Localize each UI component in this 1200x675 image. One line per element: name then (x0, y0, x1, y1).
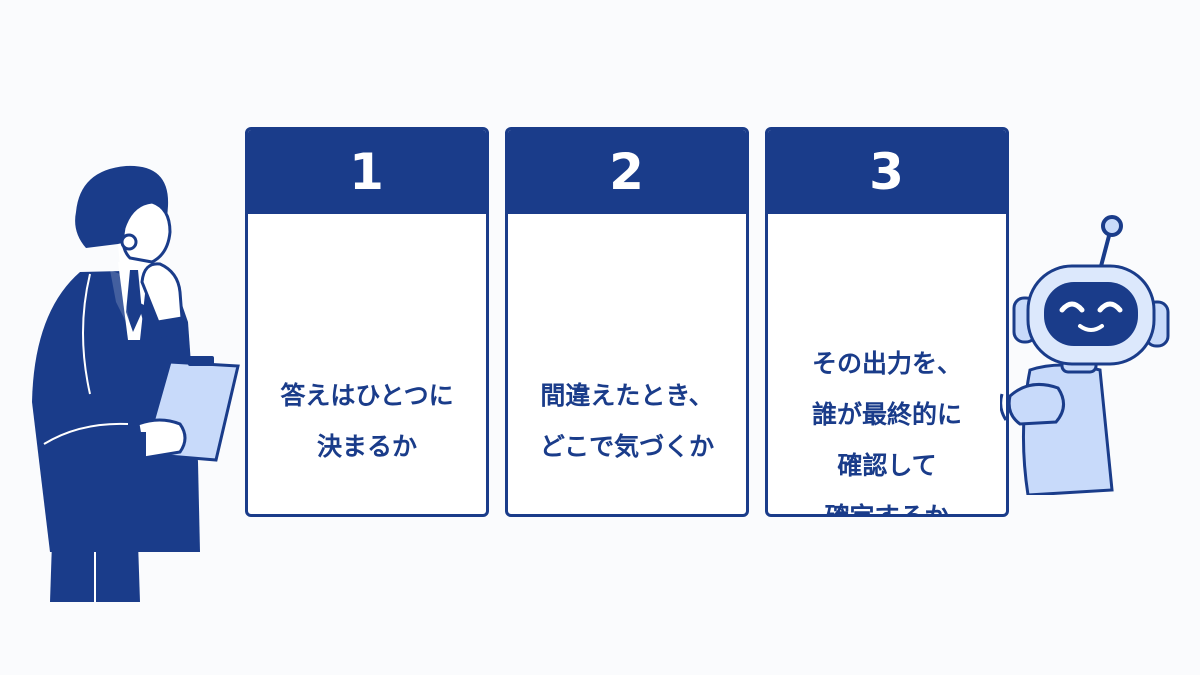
card-3-line-2: 誰が最終的に (811, 400, 962, 429)
card-text-3: その出力を、 誰が最終的に 確認して 確定するか (768, 214, 1006, 517)
card-number-1: 1 (248, 130, 486, 214)
card-3-line-1: その出力を、 (811, 349, 962, 378)
card-1: 1 答えはひとつに 決まるか (245, 127, 489, 517)
businessman-thinking-icon (32, 165, 240, 602)
card-number-3: 3 (768, 130, 1006, 214)
card-2-line-1: 間違えたとき、 (540, 381, 714, 410)
card-3-line-4: 確定するか (824, 502, 950, 517)
card-1-line-2: 決まるか (316, 432, 417, 461)
card-2-line-2: どこで気づくか (539, 432, 715, 461)
card-1-line-1: 答えはひとつに (280, 381, 454, 410)
card-text-1: 答えはひとつに 決まるか (248, 214, 486, 472)
card-number-2: 2 (508, 130, 746, 214)
card-3-line-3: 確認して (837, 451, 937, 480)
card-3: 3 その出力を、 誰が最終的に 確認して 確定するか (765, 127, 1009, 517)
robot-peeking-icon (1000, 215, 1170, 495)
card-text-2: 間違えたとき、 どこで気づくか (508, 214, 746, 472)
card-2: 2 間違えたとき、 どこで気づくか (505, 127, 749, 517)
